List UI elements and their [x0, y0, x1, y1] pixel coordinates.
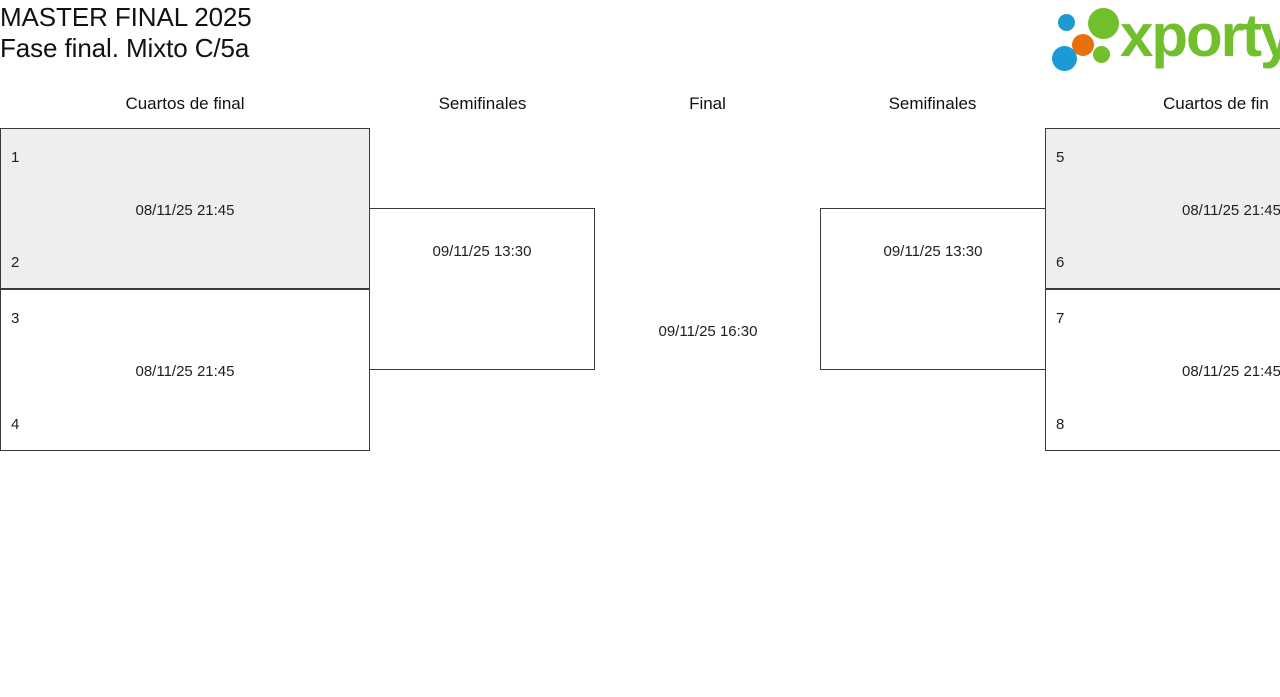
- logo-wordmark: xporty: [1120, 2, 1280, 69]
- seed-label-bottom: 8: [1056, 416, 1065, 433]
- match-datetime: 08/11/25 21:45: [1182, 202, 1280, 219]
- seed-label-bottom: 2: [11, 254, 20, 271]
- match-datetime: 08/11/25 21:45: [135, 202, 235, 219]
- seed-label-top: 1: [11, 149, 20, 166]
- seed-label-top: 7: [1056, 310, 1065, 327]
- match-box-semifinal-right[interactable]: 09/11/25 13:30: [820, 208, 1046, 370]
- match-box-qf1-right[interactable]: 5 6 08/11/25 21:45: [1045, 128, 1280, 289]
- logo-dot-blue-bottom-icon: [1052, 46, 1077, 71]
- seed-label-top: 3: [11, 310, 20, 327]
- logo-dot-blue-top-icon: [1058, 14, 1075, 31]
- round-headers-row: Cuartos de final Semifinales Final Semif…: [0, 94, 1280, 122]
- match-datetime: 09/11/25 13:30: [883, 243, 983, 260]
- round-header-quarterfinals-left: Cuartos de final: [125, 94, 245, 113]
- match-box-qf2-left[interactable]: 3 4 08/11/25 21:45: [0, 289, 370, 451]
- seed-label-bottom: 6: [1056, 254, 1065, 271]
- logo-dot-green-large-icon: [1088, 8, 1119, 39]
- logo-dots-icon: [1052, 8, 1130, 71]
- final-datetime-text: 09/11/25 16:30: [658, 323, 758, 340]
- logo-dot-orange-icon: [1072, 34, 1094, 56]
- match-box-semifinal-left[interactable]: 09/11/25 13:30: [369, 208, 595, 370]
- page-title: MASTER FINAL 2025 Fase final. Mixto C/5a: [0, 2, 252, 63]
- match-datetime: 08/11/25 21:45: [135, 363, 235, 380]
- xporty-logo: xporty: [1048, 4, 1280, 71]
- round-header-semifinals-right: Semifinales: [888, 94, 977, 113]
- seed-label-top: 5: [1056, 149, 1065, 166]
- match-datetime: 09/11/25 13:30: [432, 243, 532, 260]
- match-box-qf2-right[interactable]: 7 8 08/11/25 21:45: [1045, 289, 1280, 451]
- round-header-final: Final: [689, 94, 726, 113]
- match-datetime: 08/11/25 21:45: [1182, 363, 1280, 380]
- seed-label-bottom: 4: [11, 416, 20, 433]
- round-header-quarterfinals-right: Cuartos de fin: [1163, 94, 1269, 113]
- tournament-name: MASTER FINAL 2025: [0, 2, 252, 32]
- tournament-phase: Fase final. Mixto C/5a: [0, 32, 250, 63]
- match-box-qf1-left[interactable]: 1 2 08/11/25 21:45: [0, 128, 370, 289]
- round-header-semifinals-left: Semifinales: [438, 94, 527, 113]
- logo-dot-green-small-icon: [1093, 46, 1110, 63]
- tournament-header: MASTER FINAL 2025 Fase final. Mixto C/5a…: [0, 0, 1280, 86]
- match-datetime-final[interactable]: 09/11/25 16:30: [595, 324, 821, 339]
